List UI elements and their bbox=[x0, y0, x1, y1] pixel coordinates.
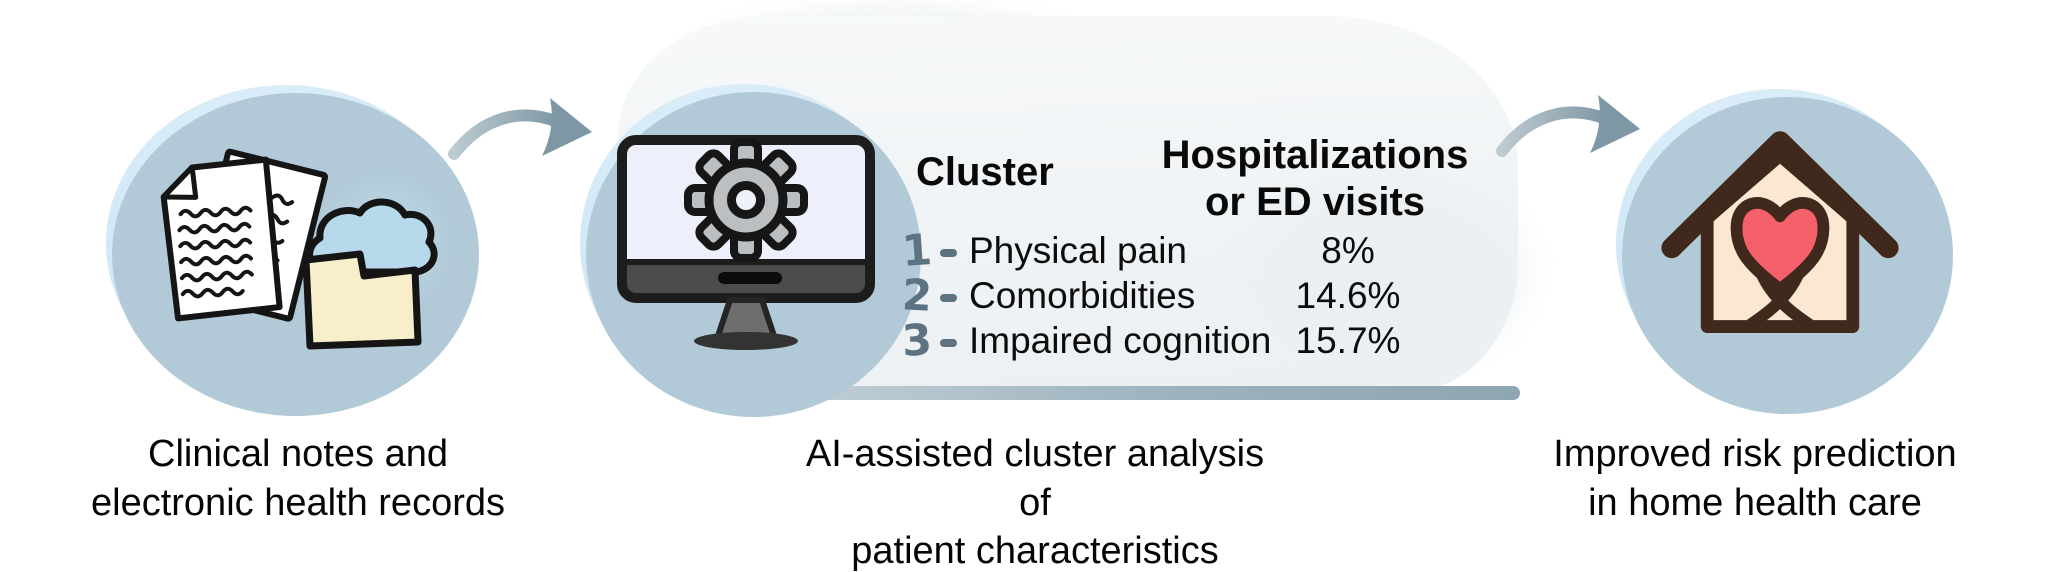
cluster-label: Impaired cognition bbox=[969, 319, 1272, 361]
caption-line: electronic health records bbox=[91, 481, 505, 524]
caption-risk-prediction: Improved risk prediction in home health … bbox=[1505, 430, 2005, 527]
table-header-line2: or ED visits bbox=[1204, 180, 1426, 224]
dash-bullet-icon bbox=[940, 248, 957, 257]
cluster-value-list: 8% 14.6% 15.7% bbox=[1218, 228, 1478, 363]
flow-arrow-icon bbox=[1496, 95, 1640, 157]
heart-icon bbox=[1730, 197, 1830, 296]
monitor-gear-icon bbox=[617, 135, 875, 350]
table-header-line1: Hospitalizations bbox=[1161, 133, 1469, 177]
flow-arrow-icon bbox=[448, 98, 592, 160]
cluster-number: 3 bbox=[900, 314, 934, 367]
cluster-row-list: 1 Physical pain 2 Comorbidities 3 Impair… bbox=[900, 225, 1272, 367]
cluster-value: 14.6% bbox=[1295, 275, 1401, 316]
table-row: 2 Comorbidities bbox=[901, 270, 1271, 321]
cluster-number: 2 bbox=[900, 269, 934, 322]
caption-line: Improved risk prediction bbox=[1553, 433, 1957, 475]
caption-line: Clinical notes and bbox=[148, 433, 448, 475]
caption-line: AI-assisted cluster analysis of bbox=[805, 433, 1265, 524]
gear-icon bbox=[684, 138, 808, 262]
folder-icon bbox=[302, 250, 422, 350]
documents-icon bbox=[160, 148, 329, 322]
caption-line: in home health care bbox=[1588, 481, 1922, 524]
cloud-wisp bbox=[1240, 170, 1530, 370]
cluster-label: Comorbidities bbox=[969, 274, 1196, 316]
cluster-label: Physical pain bbox=[969, 229, 1188, 271]
dash-bullet-icon bbox=[940, 338, 957, 347]
caption-line: patient characteristics bbox=[851, 530, 1219, 572]
cluster-value: 15.7% bbox=[1295, 320, 1401, 361]
caption-clinical-notes: Clinical notes and electronic health rec… bbox=[48, 430, 548, 527]
cluster-value: 8% bbox=[1321, 230, 1375, 271]
caption-cluster-analysis: AI-assisted cluster analysis of patient … bbox=[785, 430, 1285, 572]
table-row: 1 Physical pain bbox=[900, 225, 1271, 277]
table-row: 3 Impaired cognition bbox=[901, 315, 1272, 366]
table-header-hospitalizations: Hospitalizations or ED visits bbox=[1125, 132, 1505, 226]
table-header-cluster: Cluster bbox=[916, 150, 1054, 194]
house-heart-icon bbox=[1661, 131, 1899, 333]
cluster-number: 1 bbox=[900, 224, 934, 277]
documents-cloud-folder-icon bbox=[160, 148, 438, 350]
underline-bar bbox=[730, 386, 1520, 400]
dash-bullet-icon bbox=[940, 293, 957, 302]
